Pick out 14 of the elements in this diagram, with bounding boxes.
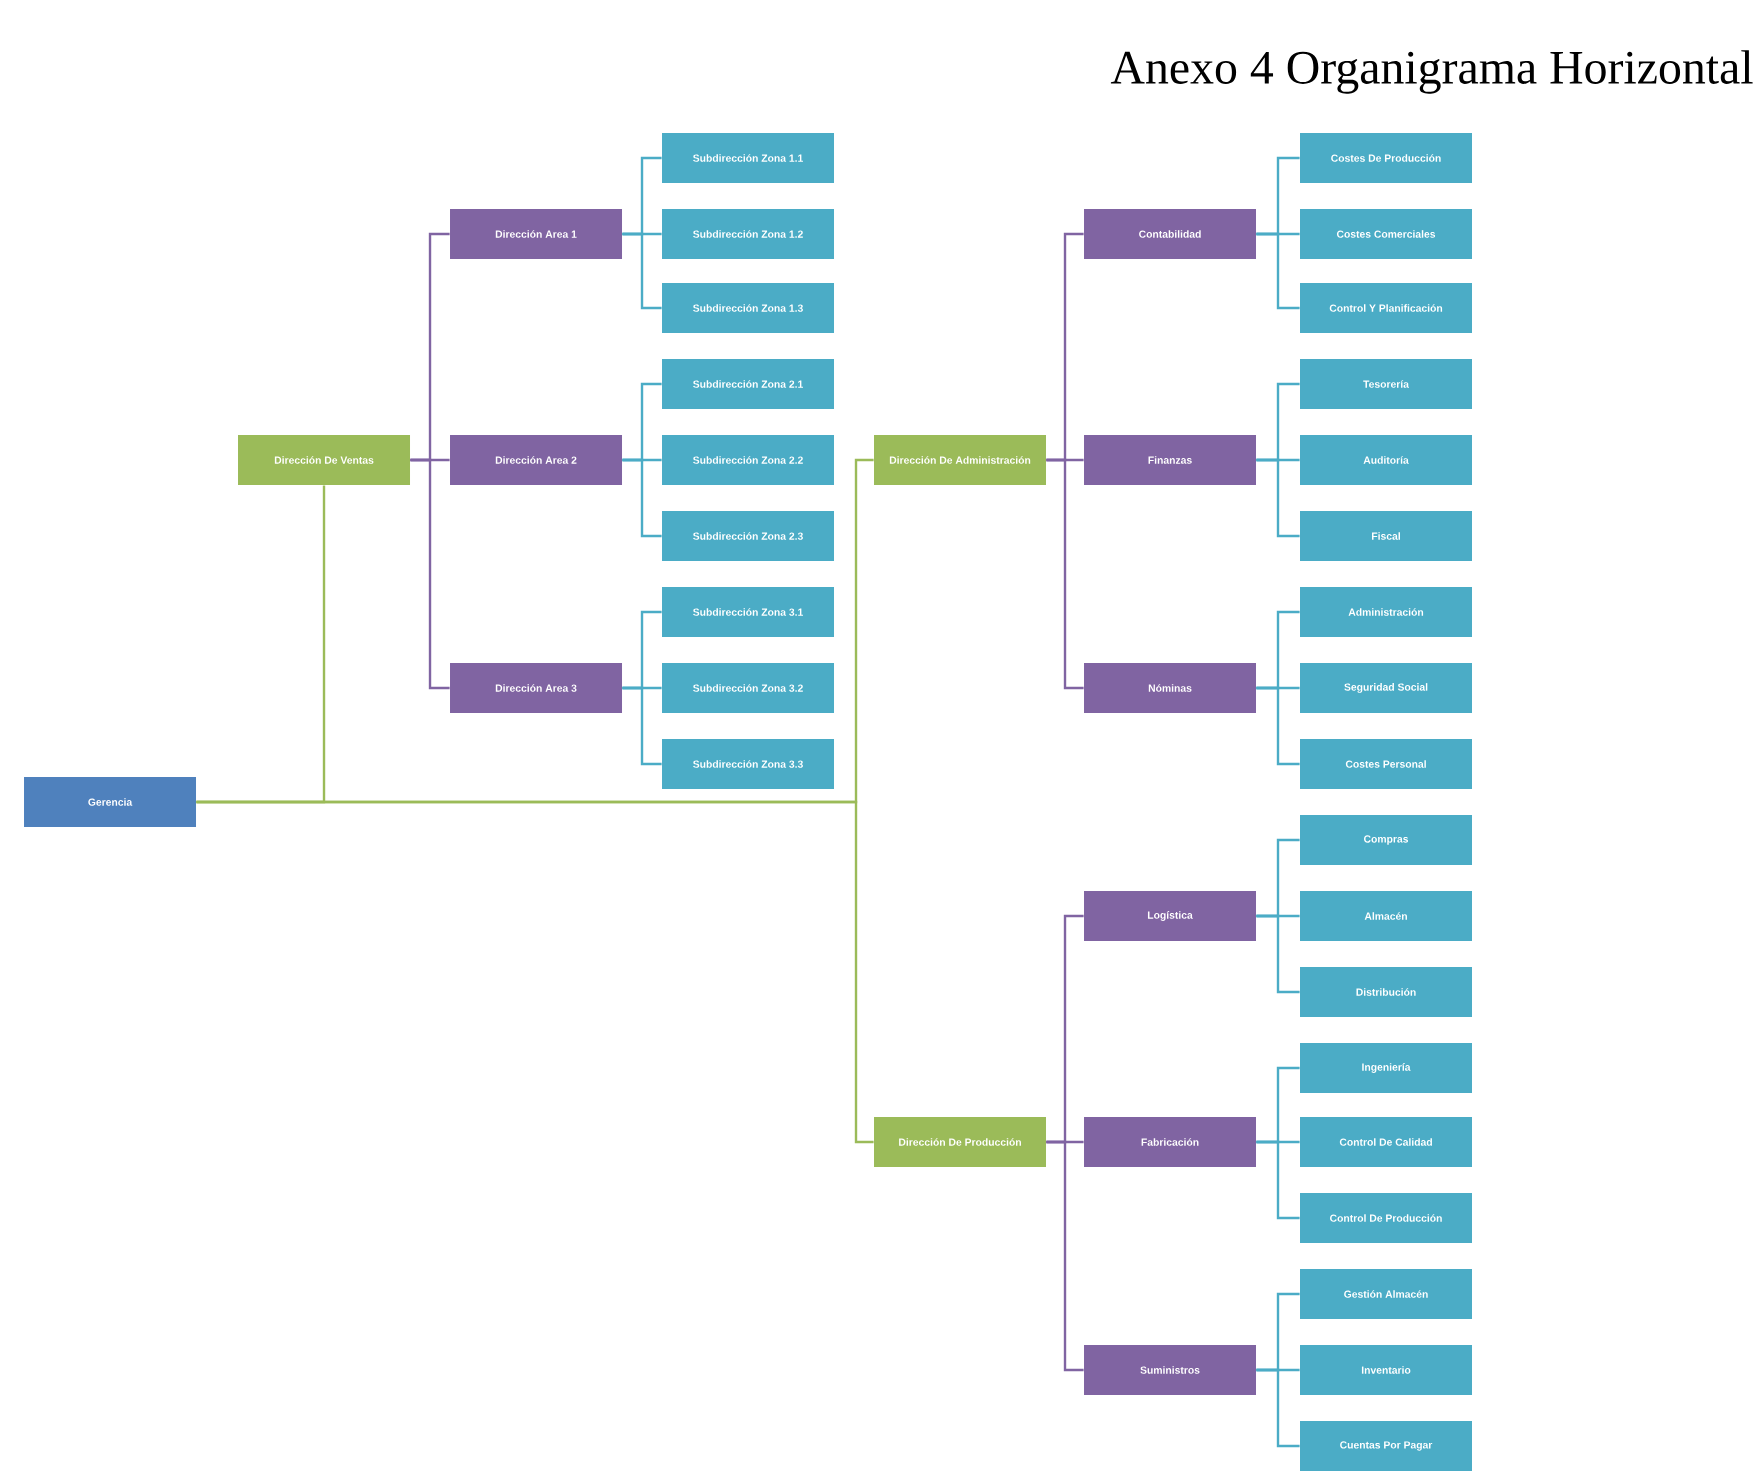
- connector-line: [1256, 686, 1300, 766]
- connector-line: [196, 800, 874, 1144]
- connector-line: [410, 458, 450, 690]
- connector-line: [622, 686, 662, 766]
- connector-line: [622, 458, 662, 538]
- connector-line: [1256, 232, 1300, 310]
- connector-line: [1046, 458, 1084, 690]
- connector-line: [1046, 1140, 1084, 1372]
- connector-line: [1256, 1140, 1300, 1220]
- connector-line: [1256, 458, 1300, 538]
- connector-line: [1256, 914, 1300, 994]
- title: Anexo 4 Organigrama Horizontal: [1110, 50, 1753, 94]
- connector-line: [622, 232, 662, 310]
- connector-line: [1256, 1368, 1300, 1448]
